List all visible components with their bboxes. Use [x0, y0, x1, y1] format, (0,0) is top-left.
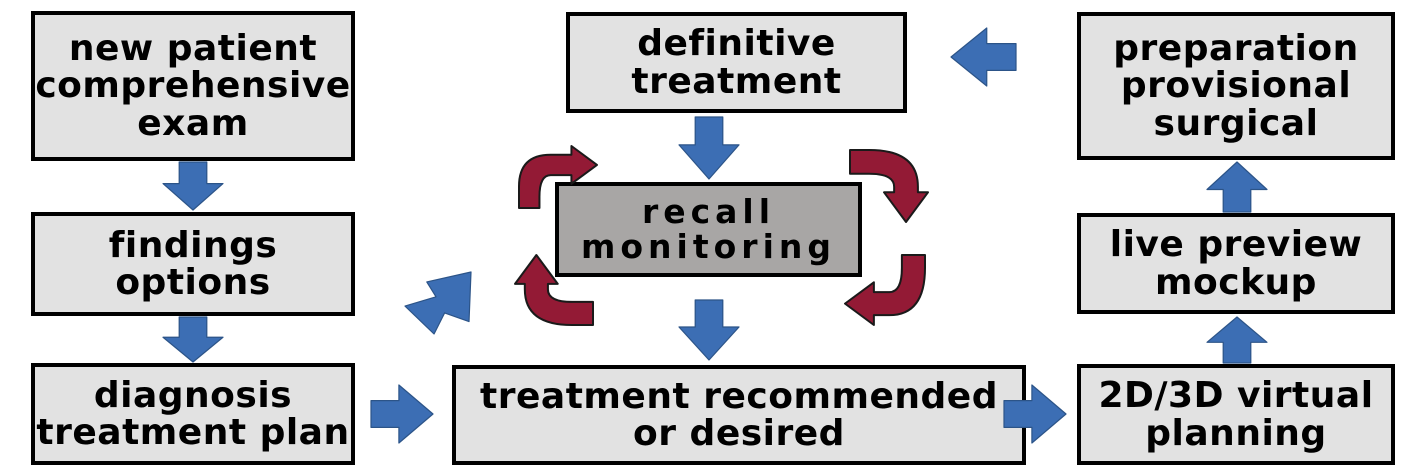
node-2d-3d-virtual-planning: 2D/3D virtual planning	[1077, 364, 1395, 465]
arrow-recall-to-treatment-recommended-icon	[678, 299, 740, 361]
node-new-patient-comprehensive-exam: new patient comprehensive exam	[31, 11, 355, 161]
node-live-preview-mockup: live preview mockup	[1077, 213, 1395, 314]
arrow-exam-to-findings-icon	[162, 161, 224, 211]
node-recall-monitoring: recall monitoring	[555, 182, 862, 277]
arrow-definitive-to-recall-icon	[678, 116, 740, 180]
arrow-diagonal-to-recall-cycle-icon	[404, 271, 472, 335]
node-definitive-treatment: definitive treatment	[566, 12, 907, 113]
arrow-diagnosis-to-treatment-recommended-icon	[370, 384, 434, 444]
arrow-preparation-to-definitive-icon	[950, 27, 1017, 87]
arrow-findings-to-diagnosis-icon	[162, 316, 224, 363]
node-preparation-provisional-surgical: preparation provisional surgical	[1077, 12, 1395, 160]
arrow-live-preview-to-preparation-icon	[1206, 161, 1268, 213]
arrow-2d3d-to-live-preview-icon	[1206, 316, 1268, 364]
node-findings-options: findings options	[31, 212, 355, 316]
node-treatment-recommended-or-desired: treatment recommended or desired	[452, 365, 1026, 465]
node-diagnosis-treatment-plan: diagnosis treatment plan	[31, 363, 355, 465]
